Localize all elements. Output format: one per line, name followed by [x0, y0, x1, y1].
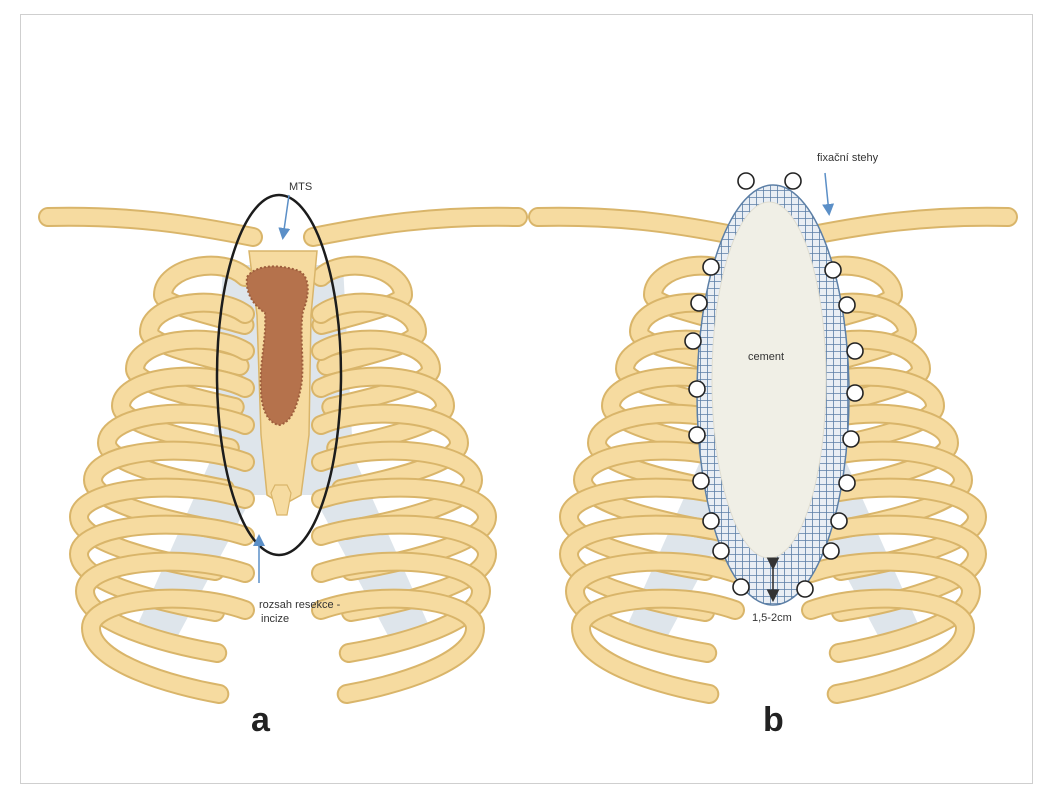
rib [313, 368, 454, 456]
suture-circle [846, 384, 864, 402]
suture-circle [784, 172, 802, 190]
suture-circle [838, 296, 856, 314]
resection-ellipse [215, 193, 343, 557]
suture-circle [732, 578, 750, 596]
cement-core [711, 201, 827, 559]
rib [140, 294, 253, 374]
suture-circle [702, 512, 720, 530]
rib [154, 257, 253, 333]
rib [572, 590, 743, 702]
suture-circle [702, 258, 720, 276]
suture-circle [846, 342, 864, 360]
suture-points [684, 172, 864, 598]
suture-circle [684, 332, 702, 350]
panel-letter-b: b [763, 701, 784, 739]
rib [313, 553, 490, 661]
suture-circle [830, 512, 848, 530]
rib [126, 331, 253, 415]
clavicle [795, 208, 1016, 245]
rib [566, 553, 743, 661]
figure-canvas: MTS rozsah resekce - incize a cement fix… [38, 152, 1018, 739]
suture-circle [688, 426, 706, 444]
suture-circle [712, 542, 730, 560]
sutures-label: fixační stehy [817, 152, 879, 164]
rib [313, 590, 484, 702]
suture-circle [824, 261, 842, 279]
resection-label-line2: incize [261, 613, 289, 625]
rib [313, 294, 426, 374]
rib [803, 590, 974, 702]
clavicle [305, 208, 526, 245]
suture-circle [688, 380, 706, 398]
suture-circle [822, 542, 840, 560]
resection-label-line1: rozsah resekce - [259, 599, 341, 611]
suture-circle [690, 294, 708, 312]
rib [803, 553, 980, 661]
mts-label: MTS [289, 181, 312, 193]
rib [76, 553, 253, 661]
rib [82, 590, 253, 702]
rib [602, 368, 743, 456]
tumor-mts [245, 265, 309, 427]
margin-label: 1,5-2cm [752, 612, 792, 624]
panel-a: MTS rozsah resekce - incize a [38, 181, 528, 739]
suture-circle [842, 430, 860, 448]
clavicle [530, 208, 751, 245]
suture-circle [838, 474, 856, 492]
panel-b: cement fixační stehy 1,5-2cm b [528, 152, 1018, 739]
figure-frame: MTS rozsah resekce - incize a cement fix… [20, 14, 1033, 784]
clavicle [40, 208, 261, 245]
rib [112, 368, 253, 456]
ribcage-a [38, 206, 528, 704]
suture-circle [796, 580, 814, 598]
rib [803, 368, 944, 456]
mts-arrow [278, 194, 291, 240]
rib [313, 257, 412, 333]
suture-circle [737, 172, 755, 190]
suture-circle [692, 472, 710, 490]
rib [313, 331, 440, 415]
sutures-arrow [822, 172, 835, 216]
panel-letter-a: a [251, 701, 271, 739]
cement-label: cement [748, 351, 784, 363]
